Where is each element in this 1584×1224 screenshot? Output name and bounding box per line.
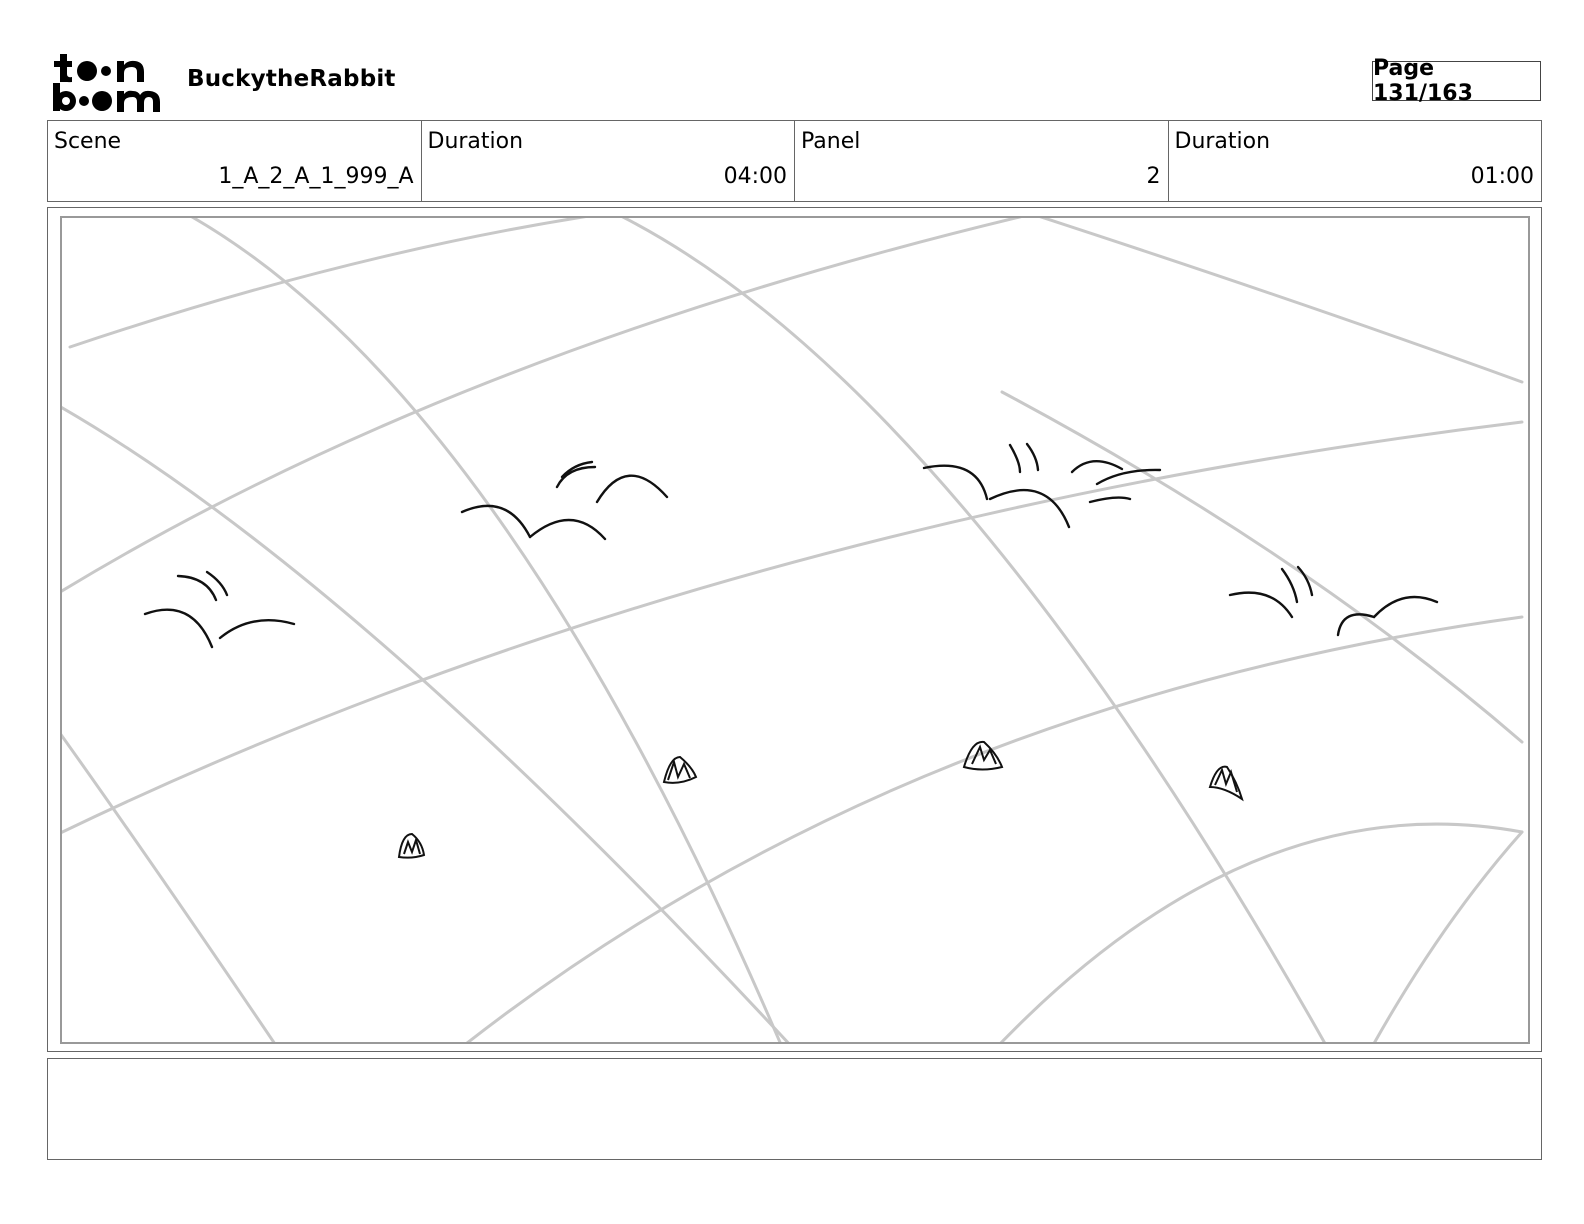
panel-duration-value: 01:00: [1470, 164, 1534, 189]
project-title: BuckytheRabbit: [187, 66, 396, 92]
grass-sketches: [143, 442, 1439, 649]
panel-frame: [47, 207, 1542, 1052]
perspective-grid: [62, 218, 1524, 1042]
panel-drawing-area: [60, 216, 1530, 1044]
panel-duration-label: Duration: [1174, 129, 1271, 154]
panel-label: Panel: [801, 129, 861, 154]
toonboom-logo: [50, 50, 165, 114]
scene-cell: Scene 1_A_2_A_1_999_A: [48, 121, 422, 201]
panel-info-table: Scene 1_A_2_A_1_999_A Duration 04:00 Pan…: [47, 120, 1542, 202]
panel-sketch: [62, 218, 1524, 1042]
scene-duration-label: Duration: [427, 129, 524, 154]
panel-value: 2: [1146, 164, 1161, 189]
scene-duration-cell: Duration 04:00: [422, 121, 795, 201]
notes-box: [47, 1058, 1542, 1160]
scene-label: Scene: [54, 129, 122, 154]
panel-duration-cell: Duration 01:00: [1169, 121, 1542, 201]
stone-sketches: [397, 740, 1244, 859]
panel-cell: Panel 2: [795, 121, 1169, 201]
scene-value: 1_A_2_A_1_999_A: [218, 164, 414, 189]
toonboom-logo-icon: [53, 54, 160, 112]
scene-duration-value: 04:00: [723, 164, 787, 189]
page-indicator: Page 131/163: [1372, 56, 1541, 106]
